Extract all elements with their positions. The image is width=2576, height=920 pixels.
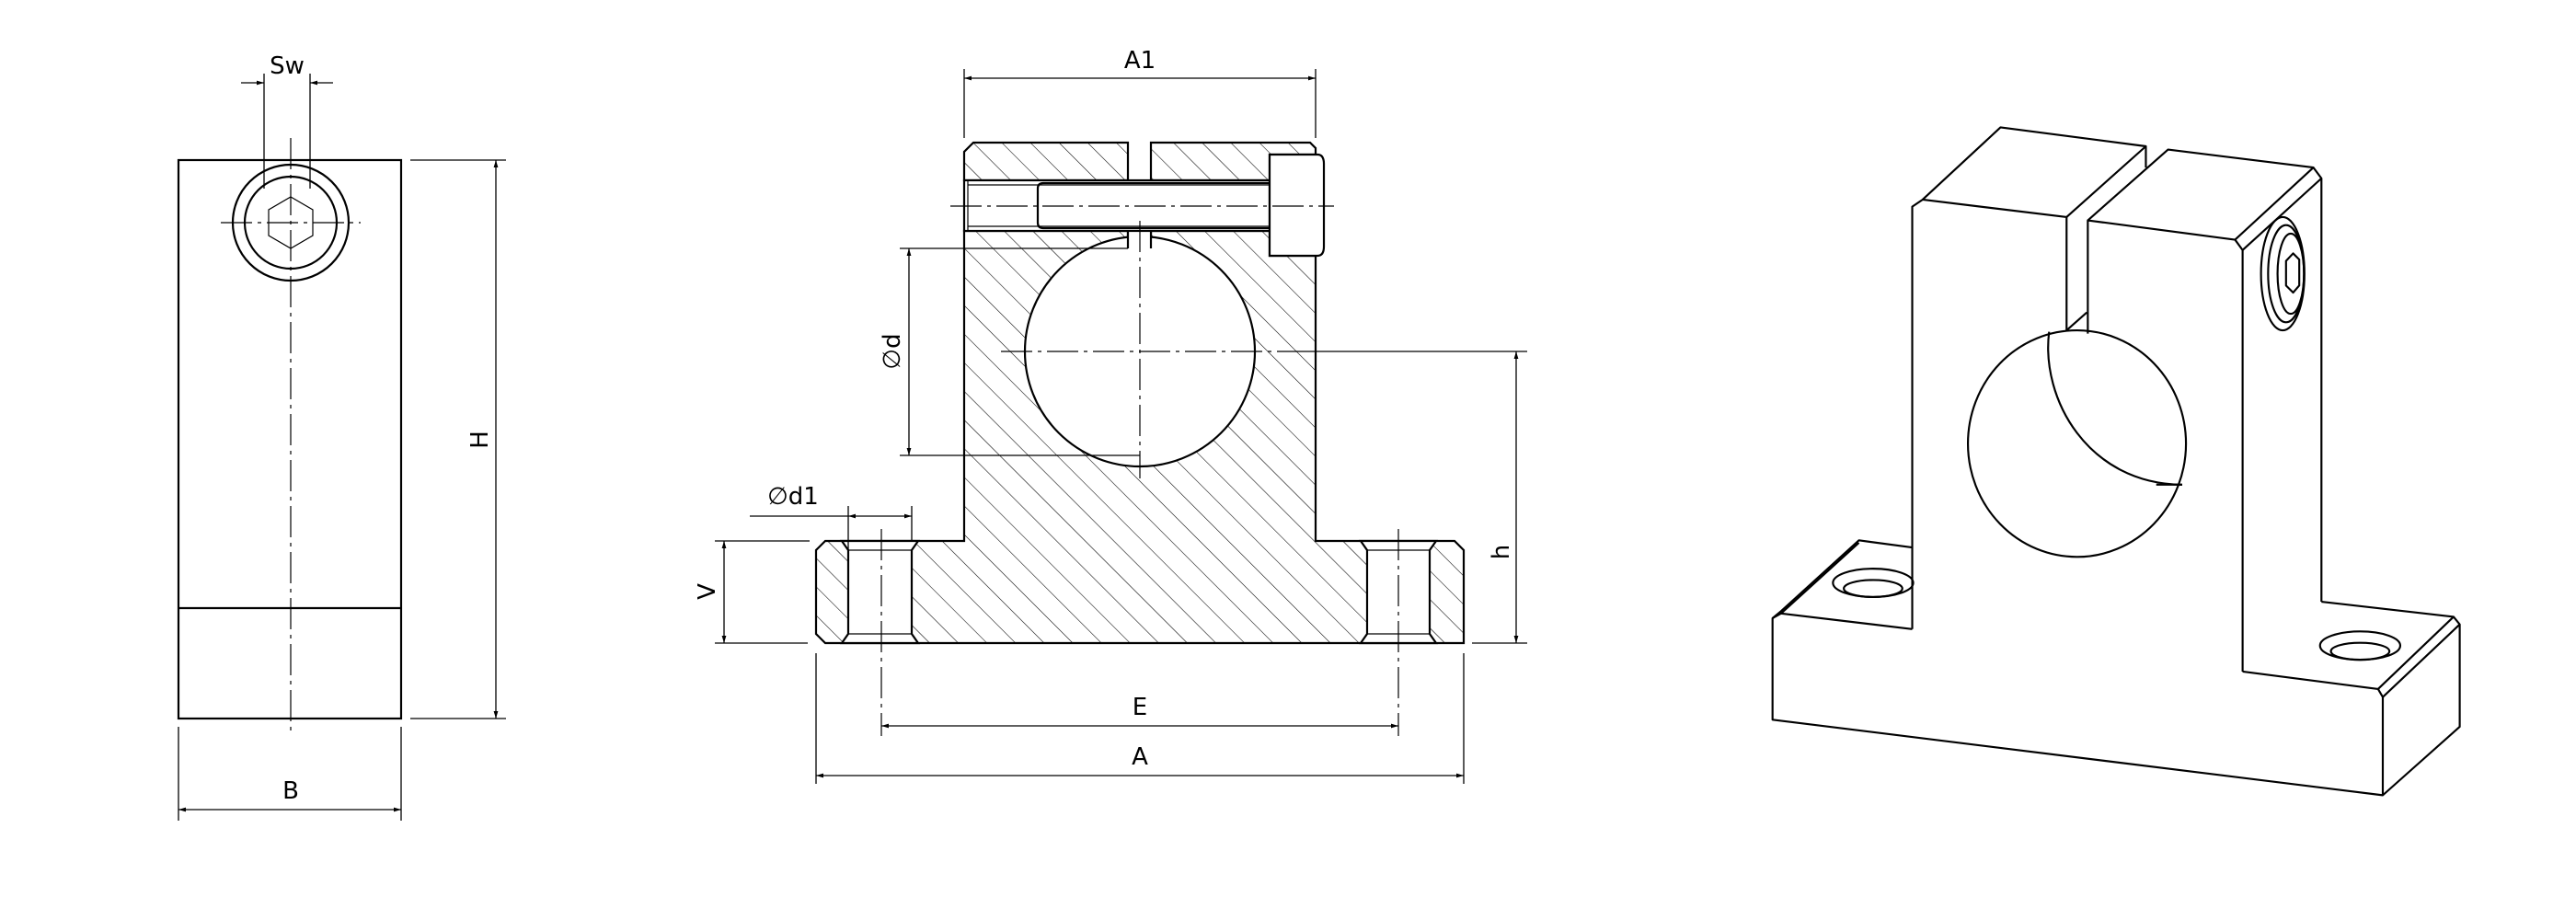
top-left-clamp-section [962,141,1130,182]
dim-label-a1: A1 [1124,47,1156,75]
dimension-d: ∅d [879,247,1140,456]
dim-label-e: E [1133,694,1147,721]
dim-label-h-total: H [466,431,494,449]
dim-label-a: A [1132,743,1148,771]
front-section-view: A1 ∅d ∅d1 V h [694,47,1527,784]
dimension-a1: A1 [963,47,1317,138]
dim-label-v: V [694,583,721,600]
dim-label-d: ∅d [879,333,906,369]
dimension-a: A [815,653,1465,784]
isometric-view [1771,126,2461,797]
dim-label-b: B [282,777,299,805]
dimension-v: V [694,540,810,644]
dimension-d1: ∅d1 [750,483,913,550]
dimension-h-total: H [410,159,506,719]
dim-label-d1: ∅d1 [767,483,819,511]
dimension-sw: Sw [241,52,333,189]
side-body-outline [177,158,403,720]
side-view: Sw H B [177,52,506,821]
dimension-h: h [1279,351,1527,644]
mounting-hole-left [839,539,921,645]
dim-label-h: h [1488,545,1515,559]
dimension-b: B [178,727,402,821]
bore-ellipse [1966,328,2188,558]
dimension-e: E [881,694,1398,729]
dim-label-sw: Sw [270,52,305,80]
